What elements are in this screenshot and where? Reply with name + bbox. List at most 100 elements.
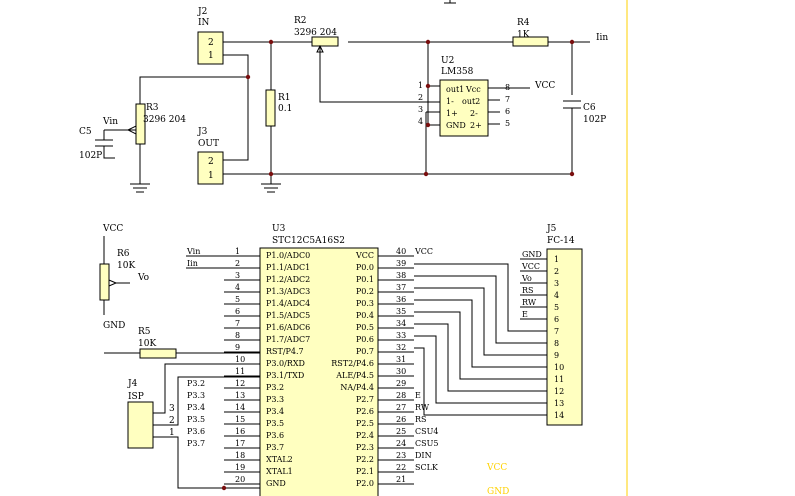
- u3-pin-number: 30: [396, 367, 406, 376]
- u3-pin-number: 9: [235, 343, 240, 352]
- j3-body: [197, 151, 224, 185]
- iin-label: Iin: [596, 33, 608, 43]
- j5-pin-number: 5: [554, 303, 559, 312]
- r2-value: 3296 204: [294, 28, 337, 38]
- u3-pin-number: 1: [235, 247, 240, 256]
- u3-pin-name: P0.3: [356, 299, 374, 308]
- j2-connector: J2 IN 2 1: [197, 7, 224, 65]
- j5-pin-number: 11: [554, 375, 564, 384]
- u2-body: [439, 79, 489, 137]
- u3-right-net: E: [415, 391, 421, 400]
- bottom-circuit: VCC R6 10K Vo GND R5 10K J4 ISP 3 2 1: [99, 224, 583, 496]
- r6-ref: R6: [117, 249, 130, 259]
- u3-pin-name: P3.6: [266, 431, 284, 440]
- j5-body: [546, 248, 583, 426]
- u3-pin-number: 35: [396, 307, 406, 316]
- u3-pin-number: 36: [396, 295, 406, 304]
- j2-ref: J2: [197, 7, 207, 17]
- u3-pin-name: P1.1/ADC1: [266, 263, 310, 272]
- j2-pin: 2: [208, 38, 214, 48]
- u2-pin-name: 1-: [446, 97, 454, 106]
- u3-pin-number: 8: [235, 331, 240, 340]
- u3-pin-number: 15: [235, 415, 245, 424]
- u3-pin-number: 31: [396, 355, 406, 364]
- u3-pin-name: P3.5: [266, 419, 284, 428]
- u3-ref: U3: [272, 224, 286, 234]
- c5-ref: C5: [79, 127, 92, 137]
- j4-body: [127, 401, 154, 449]
- u3-pin-name: P2.4: [356, 431, 374, 440]
- r3-value: 3296 204: [143, 115, 186, 125]
- u3-pin-number: 27: [396, 403, 406, 412]
- u3-pin-number: 12: [235, 379, 245, 388]
- u3-pin-name: VCC: [355, 251, 374, 260]
- u3-pin-number: 28: [396, 391, 406, 400]
- u2-pin-name: 2+: [470, 121, 482, 130]
- u3-pin-name: P0.0: [356, 263, 374, 272]
- j3-connector: J3 OUT 2 1: [197, 127, 224, 185]
- u3-pin-number: 6: [235, 307, 240, 316]
- j5-net-label: Vo: [521, 274, 532, 283]
- r1-value: 0.1: [278, 104, 292, 114]
- u3-pin-name: P0.6: [356, 335, 374, 344]
- u3-pin-name: P3.1/TXD: [266, 371, 304, 380]
- u3-left-net: P3.6: [187, 427, 205, 436]
- u3-pin-number: 2: [235, 259, 240, 268]
- u3-body: [259, 247, 379, 496]
- u3-pin-name: P1.7/ADC7: [266, 335, 310, 344]
- j5-pin-number: 7: [554, 327, 559, 336]
- u3-pin-number: 37: [396, 283, 406, 292]
- u3-pin-number: 4: [235, 283, 240, 292]
- u2-pin-name: GND: [446, 121, 466, 130]
- j5-pin-number: 10: [554, 363, 564, 372]
- c6-value: 102P: [583, 115, 606, 125]
- j5-pin-number: 6: [554, 315, 559, 324]
- u2-pin-name: out1: [446, 85, 464, 94]
- u3-right-net: CSU4: [415, 427, 438, 436]
- r3-potentiometer: R3 3296 204: [126, 103, 186, 148]
- u3-right-net: VCC: [414, 247, 433, 256]
- u3-pin-number: 34: [396, 319, 406, 328]
- u3-pin-name: P2.1: [356, 467, 374, 476]
- j5-value: FC-14: [547, 236, 575, 246]
- u3-right-net: RW: [415, 403, 430, 412]
- u3-left-net: P3.4: [187, 403, 205, 412]
- u2-pin-name: 2-: [470, 109, 478, 118]
- j5-pin-number: 8: [554, 339, 559, 348]
- u3-left-net: P3.5: [187, 415, 205, 424]
- c5-capacitor: Vin C5 102P: [79, 117, 118, 161]
- u3-right-net: CSU5: [415, 439, 438, 448]
- r4-value: 1K: [517, 30, 530, 40]
- u3-pin-name: P2.7: [356, 395, 374, 404]
- r6-value: 10K: [117, 261, 135, 271]
- u3-pin-number: 16: [235, 427, 245, 436]
- u2-pin: 3: [418, 105, 423, 114]
- u2-pin: 5: [505, 119, 510, 128]
- u3-pin-name: P3.7: [266, 443, 284, 452]
- u3-pin-name: P1.2/ADC2: [266, 275, 310, 284]
- u3-pin-number: 14: [235, 403, 245, 412]
- j2-value: IN: [198, 18, 210, 28]
- r4-ref: R4: [517, 18, 530, 28]
- j3-pin: 1: [208, 171, 214, 181]
- u3-pin-number: 32: [396, 343, 406, 352]
- j4-pin: 1: [169, 428, 175, 438]
- u3-pin-name: P3.3: [266, 395, 284, 404]
- u3-pin-name: P1.6/ADC6: [266, 323, 310, 332]
- u3-pin-number: 39: [396, 259, 406, 268]
- u3-pin-number: 5: [235, 295, 240, 304]
- u2-pin-name: Vcc: [465, 85, 481, 94]
- u2-ref: U2: [441, 56, 454, 66]
- u3-pin-number: 38: [396, 271, 406, 280]
- u3-pin-number: 18: [235, 451, 245, 460]
- j4-isp-connector: J4 ISP 3 2 1: [127, 379, 175, 449]
- r6-wiper-net: Vo: [137, 273, 149, 283]
- j5-net-label: GND: [522, 250, 542, 259]
- r1-ref: R1: [278, 93, 291, 103]
- u3-pin-number: 11: [235, 367, 245, 376]
- u3-pin-name: P1.0/ADC0: [266, 251, 310, 260]
- j5-connector: J5 FC-14 1GND2VCC3Vo4RS5RW6E789101112131…: [520, 224, 583, 426]
- u3-pin-number: 26: [396, 415, 406, 424]
- j4-ref: J4: [127, 379, 138, 389]
